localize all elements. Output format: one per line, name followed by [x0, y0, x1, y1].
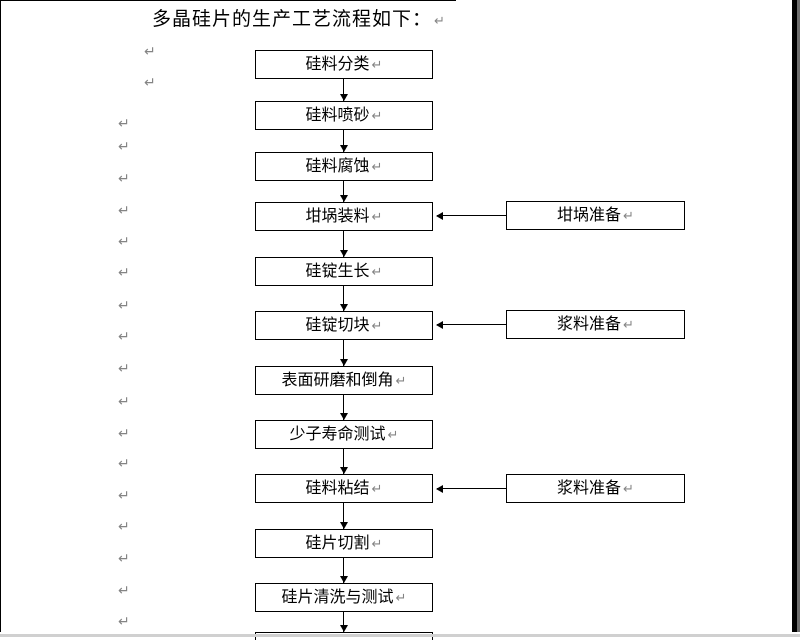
flow-node-label: 硅片切割: [305, 533, 370, 552]
paragraph-mark-icon: ↵: [371, 319, 383, 334]
paragraph-mark-icon: ↵: [118, 234, 130, 250]
paragraph-mark-icon: ↵: [371, 58, 383, 73]
title-line: 多晶硅片的生产工艺流程如下：↵: [152, 4, 446, 31]
paragraph-mark-icon: ↵: [118, 426, 130, 442]
flow-node-surface-grinding: 表面研磨和倒角↵: [255, 366, 433, 395]
flow-node-crucible-loading: 坩埚装料↵: [255, 202, 433, 231]
flow-node-label: 硅锭生长: [305, 261, 370, 280]
paragraph-mark-icon: ↵: [118, 265, 130, 281]
flow-node-label: 硅料分类: [305, 54, 370, 73]
page-border-left: [0, 0, 1, 632]
paragraph-mark-icon: ↵: [118, 139, 130, 155]
flow-arrow-down-icon: [339, 181, 348, 202]
paragraph-mark-icon: ↵: [118, 329, 130, 345]
flow-arrow-down-icon: [339, 231, 348, 257]
paragraph-mark-icon: ↵: [118, 519, 130, 535]
flow-node-label: 硅料喷砂: [305, 105, 370, 124]
flow-node-ingot-cutting: 硅锭切块↵: [255, 311, 433, 340]
flow-arrow-down-icon: [339, 612, 348, 632]
paragraph-mark-icon: ↵: [118, 394, 130, 410]
flow-node-label: 少子寿命测试: [289, 424, 386, 443]
flow-node-silicon-bonding: 硅料粘结↵: [255, 474, 433, 503]
paragraph-mark-icon: ↵: [118, 298, 130, 314]
flow-arrow-down-icon: [339, 286, 348, 311]
paragraph-mark-icon: ↵: [395, 591, 407, 606]
paragraph-mark-icon: ↵: [623, 482, 634, 497]
flow-node-label: 硅片清洗与测试: [281, 587, 394, 606]
flow-node-wafer-cutting: 硅片切割↵: [255, 529, 433, 558]
flow-arrow-down-icon: [339, 79, 348, 101]
flow-node-silicon-etching: 硅料腐蚀↵: [255, 152, 433, 181]
paragraph-mark-icon: ↵: [144, 75, 156, 91]
flow-arrow-down-icon: [339, 395, 348, 420]
paragraph-mark-icon: ↵: [371, 482, 383, 497]
paragraph-mark-icon: ↵: [118, 551, 130, 567]
flow-node-label: 表面研磨和倒角: [281, 370, 394, 389]
flow-node-lifetime-test: 少子寿命测试↵: [255, 420, 433, 449]
page-border-top: [0, 0, 456, 1]
flow-node-ingot-growth: 硅锭生长↵: [255, 257, 433, 286]
page-border-edge: [797, 0, 800, 632]
flow-node-label: 硅料腐蚀: [305, 156, 370, 175]
flow-arrow-left-icon: [436, 320, 506, 329]
page-border-right: [792, 0, 797, 632]
flow-arrow-left-icon: [436, 484, 506, 493]
paragraph-mark-icon: ↵: [434, 14, 446, 29]
paragraph-mark-icon: ↵: [623, 318, 634, 333]
paragraph-mark-icon: ↵: [118, 614, 130, 630]
flow-arrow-down-icon: [339, 130, 348, 152]
flow-arrow-down-icon: [339, 558, 348, 583]
paragraph-mark-icon: ↵: [118, 361, 130, 377]
paragraph-mark-icon: ↵: [371, 109, 383, 124]
paragraph-mark-icon: ↵: [395, 374, 407, 389]
flow-node-silicon-classification: 硅料分类↵: [255, 50, 433, 79]
flow-node-label: 坩埚准备: [557, 205, 622, 224]
paragraph-mark-icon: ↵: [371, 210, 383, 225]
paragraph-mark-icon: ↵: [118, 583, 130, 599]
flow-arrow-down-icon: [339, 503, 348, 529]
flow-node-label: 浆料准备: [557, 478, 622, 497]
flow-arrow-left-icon: [436, 211, 506, 220]
flow-node-label: 硅锭切块: [305, 315, 370, 334]
paragraph-mark-icon: ↵: [371, 537, 383, 552]
page-title: 多晶硅片的生产工艺流程如下：: [152, 8, 433, 30]
paragraph-mark-icon: ↵: [118, 116, 130, 132]
flow-node-label: 浆料准备: [557, 314, 622, 333]
page-bottom-strip: [0, 634, 800, 637]
paragraph-mark-icon: ↵: [387, 428, 399, 443]
paragraph-mark-icon: ↵: [144, 44, 156, 60]
flow-node-wafer-cleaning-testing: 硅片清洗与测试↵: [255, 583, 433, 612]
paragraph-mark-icon: ↵: [623, 209, 634, 224]
flow-node-silicon-sandblasting: 硅料喷砂↵: [255, 101, 433, 130]
flow-node-crucible-preparation: 坩埚准备↵: [506, 201, 685, 230]
paragraph-mark-icon: ↵: [118, 171, 130, 187]
paragraph-mark-icon: ↵: [118, 456, 130, 472]
flow-arrow-down-icon: [339, 449, 348, 474]
flow-node-slurry-preparation-2: 浆料准备↵: [506, 474, 685, 503]
paragraph-mark-icon: ↵: [118, 488, 130, 504]
paragraph-mark-icon: ↵: [371, 160, 383, 175]
paragraph-mark-icon: ↵: [371, 265, 383, 280]
flow-arrow-down-icon: [339, 340, 348, 366]
flow-node-label: 硅料粘结: [305, 478, 370, 497]
paragraph-mark-icon: ↵: [118, 203, 130, 219]
flow-node-slurry-preparation-1: 浆料准备↵: [506, 310, 685, 339]
flow-node-label: 坩埚装料: [305, 206, 370, 225]
